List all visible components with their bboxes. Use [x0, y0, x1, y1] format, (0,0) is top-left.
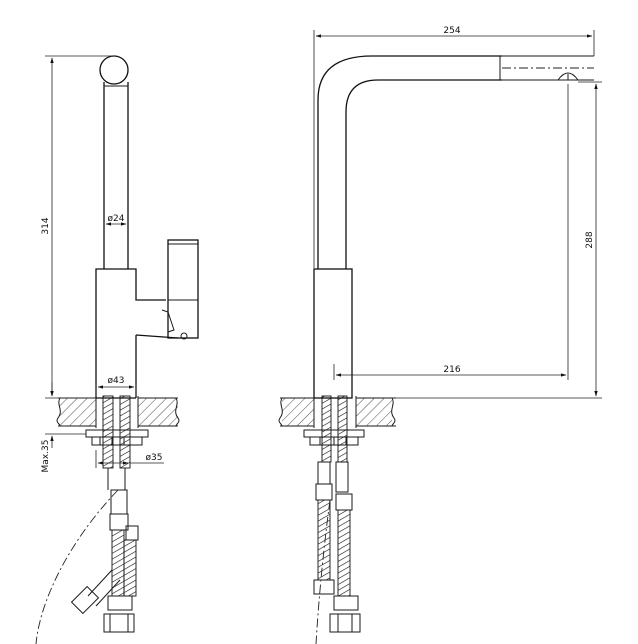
label-spout-diameter: ø24 — [108, 214, 125, 224]
label-base-diameter: ø43 — [108, 376, 125, 386]
front-view: 254 288 216 — [278, 26, 602, 644]
label-reach: 254 — [443, 26, 460, 36]
label-spout-height: 288 — [585, 231, 595, 248]
curved-spout — [317, 55, 594, 269]
label-hole-diameter: ø35 — [146, 453, 163, 463]
dimension-hole-diameter: ø35 — [95, 450, 164, 468]
spout-tube — [99, 55, 129, 269]
label-height-total: 314 — [41, 217, 51, 234]
side-view: 314 Max.35 ø24 ø43 ø35 — [35, 55, 199, 644]
label-body-reach: 216 — [443, 365, 460, 375]
dimension-base-diameter: ø43 — [95, 376, 137, 396]
dimension-max-deck: Max.35 — [41, 382, 86, 472]
dimension-reach: 254 — [313, 26, 595, 268]
dimension-body-reach: 216 — [333, 84, 569, 380]
side-mounting-hardware — [35, 395, 149, 644]
front-mounting-hardware — [303, 395, 365, 644]
lever-handle — [161, 239, 199, 340]
countertop-left — [56, 396, 180, 428]
dimension-spout-height: 288 — [392, 81, 602, 399]
dimension-spout-diameter: ø24 — [105, 214, 127, 226]
dimension-height-total: 314 — [41, 55, 112, 399]
countertop-right — [278, 396, 396, 428]
front-body — [313, 268, 353, 399]
label-max-deck: Max.35 — [41, 440, 51, 473]
